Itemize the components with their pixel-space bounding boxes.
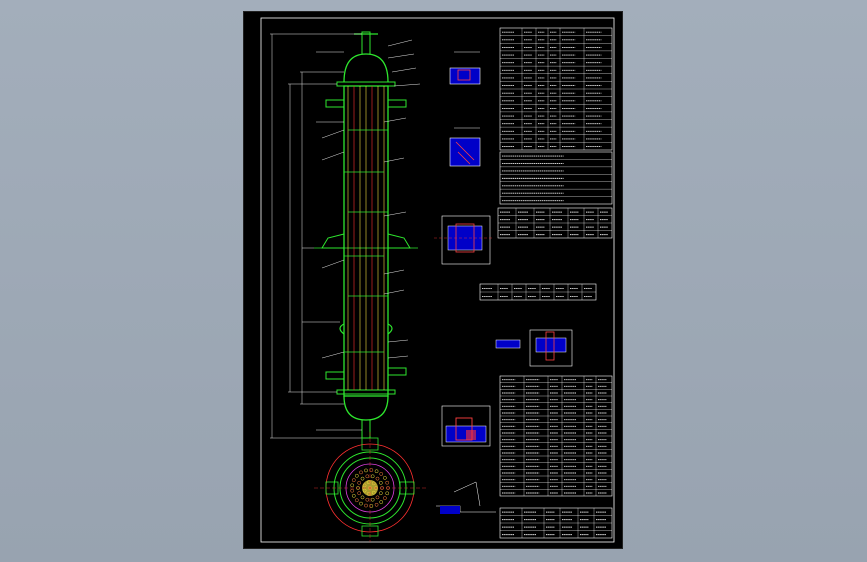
plan-tube <box>375 495 380 500</box>
parts-list-table <box>499 375 613 497</box>
tube-bundle <box>347 86 385 390</box>
part-leaders <box>321 39 421 359</box>
plan-tube <box>369 468 374 472</box>
plan-tube <box>365 474 370 479</box>
notes-block <box>499 151 613 205</box>
plan-tube <box>379 472 384 476</box>
plan-tube <box>379 500 384 504</box>
plan-tube <box>350 483 355 488</box>
plan-tube <box>359 470 363 475</box>
title-block <box>499 507 613 539</box>
plan-tube <box>351 478 356 483</box>
plan-tube <box>374 469 379 474</box>
dimension-lines <box>270 33 362 439</box>
plan-tube <box>364 468 368 473</box>
cad-drawing <box>260 17 615 543</box>
technical-data-table <box>499 27 613 151</box>
baffles <box>344 129 388 353</box>
small-table <box>479 283 597 301</box>
plan-tube <box>364 503 368 508</box>
plan-tube <box>360 495 365 500</box>
plan-tube <box>360 476 365 481</box>
plan-tube <box>350 488 355 493</box>
plan-tube <box>383 476 387 480</box>
plan-tube <box>357 491 362 496</box>
plan-tube <box>369 504 374 508</box>
plan-tube <box>354 498 359 503</box>
plan-tube <box>383 496 387 500</box>
inner-frame <box>260 17 615 543</box>
plan-tube <box>370 474 375 479</box>
plan-tube <box>357 480 362 485</box>
plan-tube <box>359 501 363 506</box>
plan-tube <box>365 497 370 502</box>
plan-tube <box>374 502 379 507</box>
plan-tube <box>378 480 383 485</box>
nozzle-table <box>497 207 613 239</box>
plan-tube <box>370 497 375 502</box>
tubesheet-plan-view <box>314 432 426 542</box>
detail-sections <box>434 51 573 514</box>
plan-tube <box>378 491 383 496</box>
drawing-sheet <box>244 12 622 548</box>
plan-tube <box>385 491 390 496</box>
plan-tube <box>385 480 390 485</box>
plan-tube <box>375 476 380 481</box>
plan-tube <box>351 493 356 498</box>
plan-tube <box>354 473 359 478</box>
